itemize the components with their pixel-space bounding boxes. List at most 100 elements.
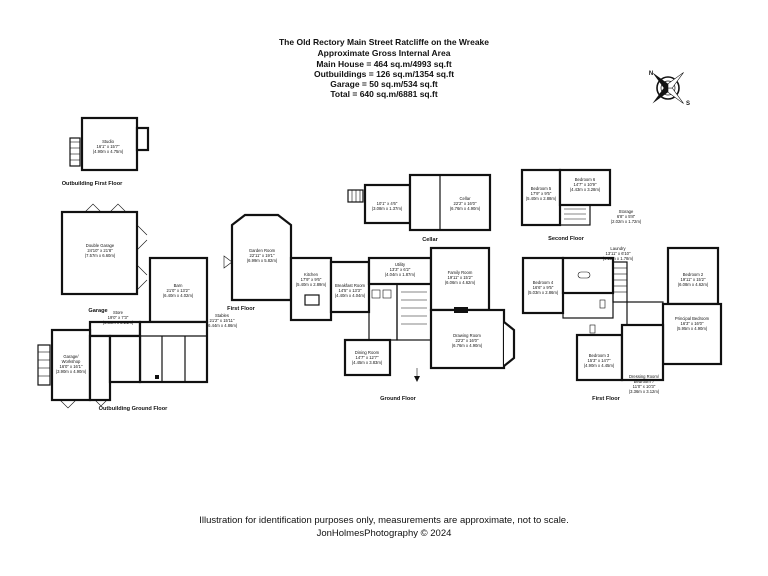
store-label: Store	[113, 310, 124, 315]
outbuilding-first-floor-caption: Outbuilding First Floor	[62, 181, 123, 187]
bedroom2-room	[666, 246, 720, 306]
stables-dims-imperial: 21'2" x 15'11"	[210, 318, 235, 323]
area-main-house: Main House = 464 sq.m/4993 sq.ft	[316, 59, 452, 69]
barn-dims-metric: (6.40m x 4.02m)	[163, 293, 194, 298]
principal-bedroom-dims-metric: (5.95m x 4.90m)	[677, 326, 708, 331]
cellar-plan: 10'1" x 4'6" (3.08m x 1.37m) Cellar 22'2…	[347, 173, 492, 243]
bedroom2-dims-metric: (6.08m x 4.62m)	[678, 282, 709, 287]
breakfast-room	[329, 260, 371, 314]
outbuilding-ground-floor-plan: Barn 21'0" x 13'2" (6.40m x 4.02m) Store…	[37, 256, 238, 412]
ground-floor-caption: Ground Floor	[380, 396, 417, 402]
dining-room-dims-imperial: 14'7" x 12'7"	[356, 355, 379, 360]
bedroom5-room	[520, 168, 562, 227]
bedroom3-label: Bedroom 3	[589, 353, 610, 358]
studio-dims-imperial: 16'1" x 15'7"	[97, 144, 120, 149]
bedroom4-room	[521, 256, 565, 315]
dressing-room-dims-imperial: 11'0" x 10'3"	[633, 384, 656, 389]
garden-room-dims-imperial: 22'11" x 19'1"	[250, 253, 275, 258]
barn-dims-imperial: 21'0" x 13'2"	[167, 288, 190, 293]
bedroom5-label: Bedroom 5	[531, 186, 552, 191]
second-floor-plan: Bedroom 5 17'9" x 9'5" (5.40m x 2.88m) B…	[520, 168, 642, 242]
principal-bedroom-dims-imperial: 16'3" x 16'0"	[681, 321, 704, 326]
cellar-caption: Cellar	[422, 237, 438, 243]
bedroom6-dims-metric: (4.43m x 3.28m)	[570, 187, 601, 192]
stables-dims-metric: (6.44m x 4.86m)	[207, 323, 238, 328]
garden-room	[230, 213, 293, 302]
garage-workshop-label-1: Garage/	[63, 354, 79, 359]
utility-dims-imperial: 13'3" x 6'2"	[390, 267, 411, 272]
breakfast-room-label: Breakfast Room	[335, 283, 366, 288]
dressing-room-label-2: Bedroom 7	[634, 379, 655, 384]
compass-n: N	[649, 71, 653, 77]
area-list: Main House = 464 sq.m/4993 sq.ft Outbuil…	[0, 59, 768, 99]
utility-dims-metric: (4.04m x 1.87m)	[385, 272, 416, 277]
bedroom6-room	[558, 168, 612, 207]
dining-room	[343, 338, 392, 377]
bedroom4-dims-metric: (5.03m x 2.86m)	[528, 290, 559, 295]
laundry-label: Laundry	[610, 246, 626, 251]
bedroom3-dims-imperial: 15'3" x 14'7"	[588, 358, 611, 363]
bedroom6-dims-imperial: 14'7" x 10'9"	[574, 182, 597, 187]
cellar-main-room	[408, 173, 492, 232]
dining-room-dims-metric: (4.45m x 3.83m)	[352, 360, 383, 365]
breakfast-room-dims-imperial: 14'5" x 13'3"	[339, 288, 362, 293]
drawing-room-label: Drawing Room	[453, 333, 481, 338]
first-floor-plan: Laundry 13'11" x 6'10" (4.22m x 1.78m) B…	[521, 246, 723, 402]
garage-plan: Double Garage 24'10" x 21'8" (7.57m x 6.…	[60, 203, 148, 314]
garage-workshop-dims-metric: (3.90m x 4.90m)	[56, 369, 87, 374]
cellar-main-dims-imperial: 22'2" x 16'0"	[454, 201, 477, 206]
utility-label: Utility	[395, 262, 406, 267]
bedroom4-label: Bedroom 4	[533, 280, 554, 285]
kitchen-room	[289, 256, 333, 322]
second-floor-caption: Second Floor	[548, 236, 585, 242]
principal-bedroom-label: Principal Bedroom	[675, 316, 710, 321]
cellar-small-dims-metric: (3.08m x 1.37m)	[372, 206, 403, 211]
area-total: Total = 640 sq.m/6881 sq.ft	[330, 89, 438, 99]
cellar-main-label: Cellar	[460, 196, 472, 201]
principal-bedroom-room	[661, 302, 723, 366]
outbuilding-first-floor-plan: Studio 16'1" x 15'7" (4.90m x 4.75m) Out…	[62, 116, 150, 187]
dressing-room-dims-metric: (3.36m x 3.12m)	[629, 389, 660, 394]
studio-dims-metric: (4.90m x 4.75m)	[93, 149, 124, 154]
first-floor-left-caption: First Floor	[227, 306, 255, 312]
plan-title: The Old Rectory Main Street Ratcliffe on…	[278, 37, 490, 47]
compass-s: S	[686, 101, 690, 107]
store-dims-imperial: 19'0" x 7'3"	[108, 315, 129, 320]
dressing-room-label-1: Dressing Room/	[629, 374, 660, 379]
stables-label: Stables	[215, 313, 229, 318]
studio-room	[80, 116, 139, 172]
area-garage: Garage = 50 sq.m/534 sq.ft	[330, 79, 438, 89]
ground-floor-plan: Kitchen 17'9" x 9'6" (5.40m x 2.89m) Bre…	[289, 246, 516, 402]
dressing-room	[620, 323, 665, 382]
first-floor-right-caption: First Floor	[592, 396, 620, 402]
kitchen-label: Kitchen	[304, 272, 319, 277]
family-room-label: Family Room	[448, 270, 473, 275]
garage-workshop-label-2: Workshop	[62, 359, 81, 364]
dining-room-label: Dining Room	[355, 350, 380, 355]
laundry-dims-metric: (4.22m x 1.78m)	[603, 256, 634, 261]
compass-icon: N S	[649, 71, 690, 107]
drawing-room-dims-metric: (6.76m x 4.90m)	[452, 343, 483, 348]
storage-label: Storage	[619, 209, 634, 214]
laundry-room	[561, 256, 615, 295]
plan-subtitle: Approximate Gross Internal Area	[317, 48, 451, 58]
credit: JonHolmesPhotography © 2024	[316, 528, 452, 539]
bedroom2-dims-imperial: 19'11" x 15'2"	[681, 277, 706, 282]
outbuilding-ground-floor-caption: Outbuilding Ground Floor	[99, 406, 168, 412]
double-garage-dims-imperial: 24'10" x 21'8"	[87, 248, 113, 253]
store-dims-metric: (5.80m x 2.21m)	[103, 320, 134, 325]
cellar-main-dims-metric: (6.76m x 4.90m)	[450, 206, 481, 211]
area-outbuildings: Outbuildings = 126 sq.m/1354 sq.ft	[313, 69, 455, 79]
barn-label: Barn	[174, 283, 184, 288]
bedroom5-dims-imperial: 17'9" x 9'5"	[531, 191, 552, 196]
kitchen-dims-metric: (5.40m x 2.89m)	[296, 282, 327, 287]
bedroom3-dims-metric: (4.90m x 4.45m)	[584, 363, 615, 368]
bedroom5-dims-metric: (5.40m x 2.88m)	[526, 196, 557, 201]
family-room-dims-imperial: 19'11" x 15'2"	[448, 275, 473, 280]
storage-dims-metric: (2.02m x 1.72m)	[611, 219, 642, 224]
double-garage-room	[60, 210, 139, 296]
family-room-dims-metric: (6.06m x 4.62m)	[445, 280, 476, 285]
kitchen-dims-imperial: 17'9" x 9'6"	[301, 277, 322, 282]
double-garage-dims-metric: (7.57m x 6.60m)	[85, 253, 116, 258]
drawing-room-dims-imperial: 22'2" x 16'0"	[456, 338, 479, 343]
